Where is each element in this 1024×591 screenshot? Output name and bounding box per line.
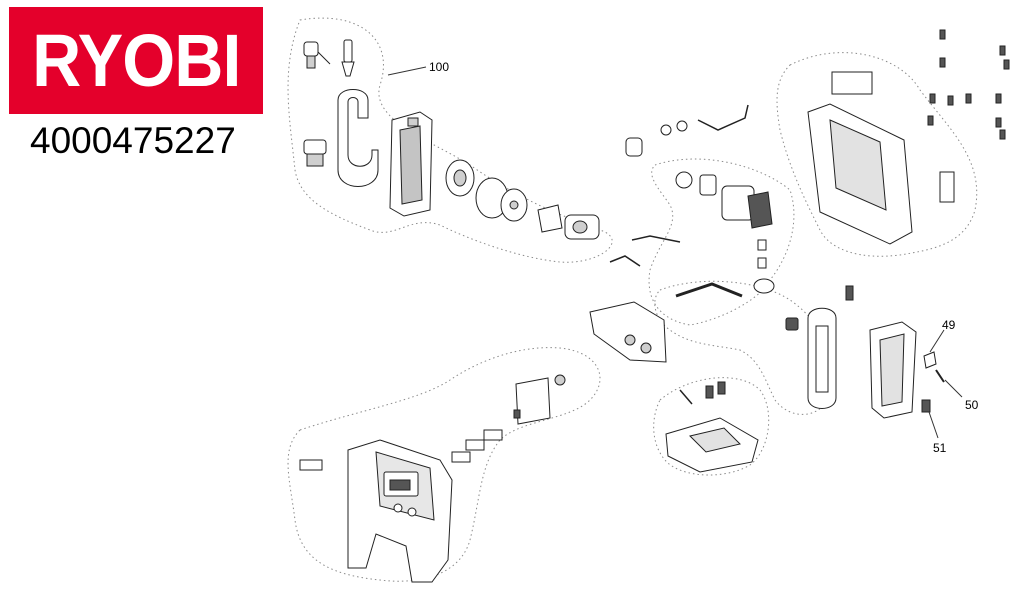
group-outline-top-right: [776, 52, 978, 257]
metal-rod: [675, 282, 743, 298]
front-housing: [347, 439, 453, 583]
motor-assembly: [564, 214, 600, 240]
part-51: [921, 399, 931, 413]
group-outline-center: [648, 158, 795, 326]
model-number: 4000475227: [30, 120, 236, 161]
wire-2: [609, 255, 641, 267]
base-tray: [665, 381, 759, 473]
screw-set: [927, 29, 1010, 140]
pump-assembly: [675, 171, 773, 269]
ryobi-logo: RYOBI: [9, 7, 263, 114]
group-outline-base: [653, 377, 770, 476]
fan-discs: [445, 159, 563, 233]
callout-51-leader: [928, 411, 939, 439]
adapter-accessories: [303, 39, 379, 187]
logo-text: RYOBI: [31, 18, 241, 102]
callout-49-leader: [929, 329, 945, 353]
control-board: [299, 374, 566, 471]
ring-seal: [753, 278, 775, 294]
handle-loop: [785, 285, 854, 409]
callout-49: 49: [942, 318, 956, 332]
part-50: [935, 369, 945, 383]
part-49: [923, 351, 937, 369]
callout-100-leader: [387, 66, 427, 76]
callout-100: 100: [429, 60, 449, 74]
housing-cover-right: [807, 71, 955, 245]
mounting-bracket: [589, 301, 667, 363]
group-outline-center-right: [654, 280, 834, 415]
group-outline-bottom-left: [287, 347, 601, 582]
side-cover: [869, 321, 917, 419]
callout-50-leader: [944, 379, 963, 398]
wire-1: [631, 235, 681, 243]
housing-cover-left: [389, 111, 433, 217]
callout-51: 51: [933, 441, 947, 455]
group-outline-top-left: [287, 17, 613, 263]
valve-connectors: [625, 104, 749, 157]
callout-50: 50: [965, 398, 979, 412]
